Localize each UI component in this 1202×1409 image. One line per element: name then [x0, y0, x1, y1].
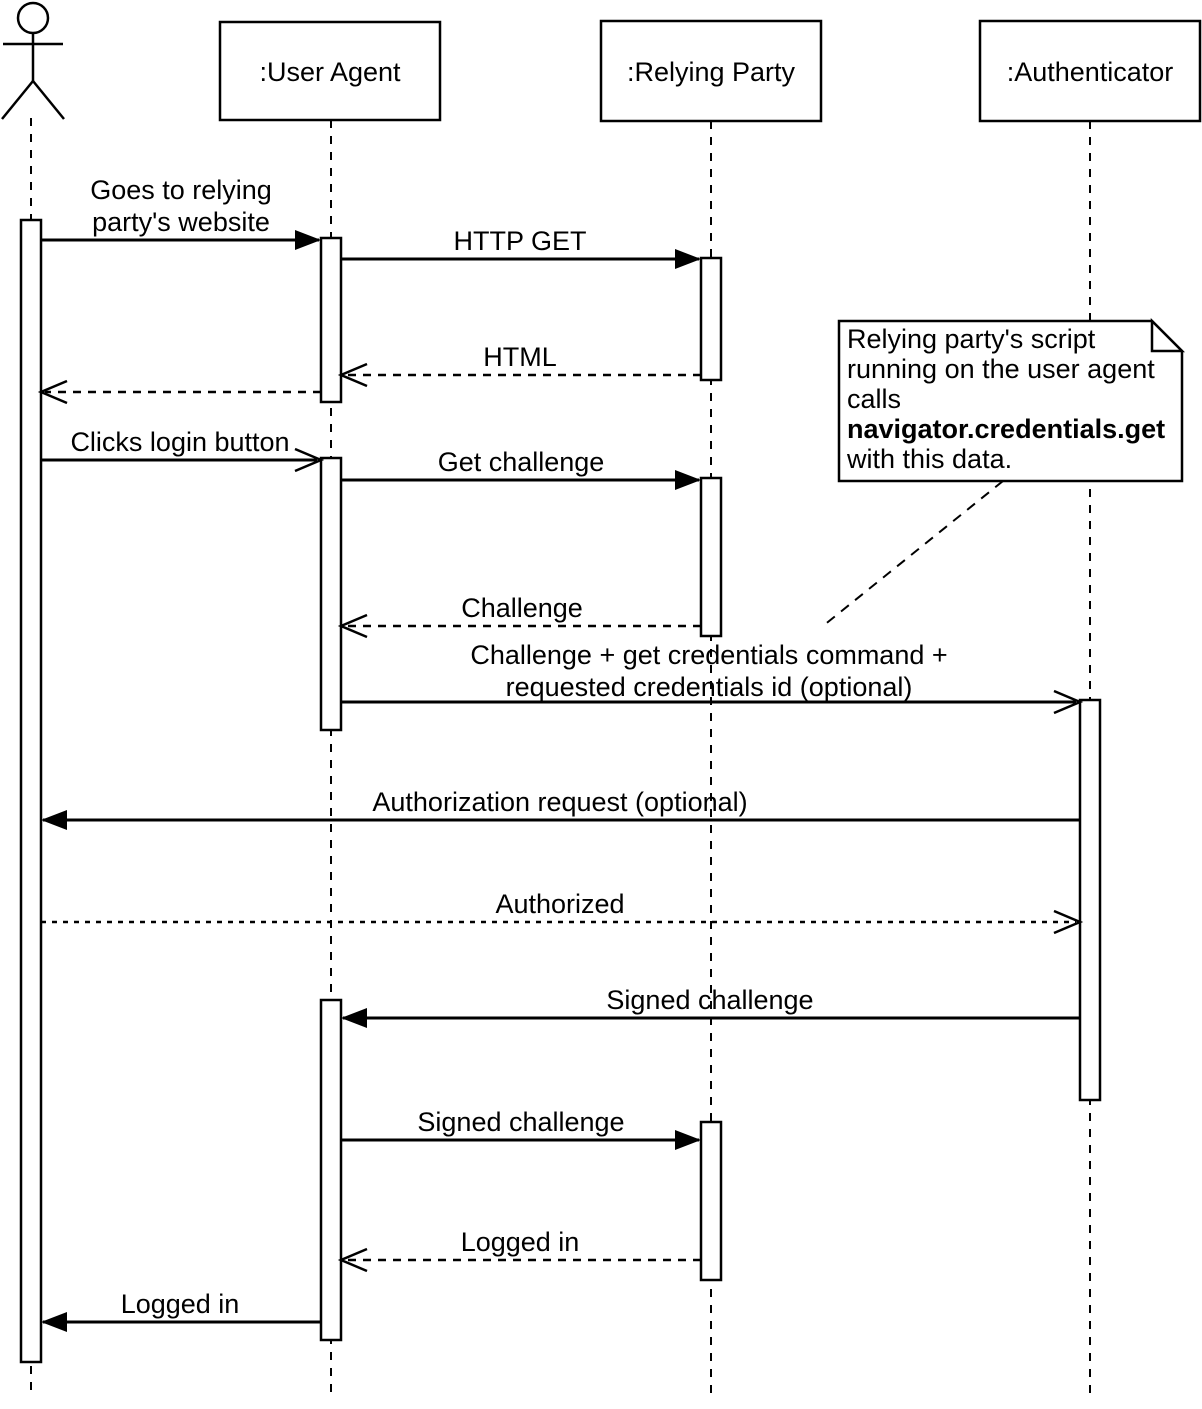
participant-user — [1, 1, 65, 120]
message-signed-challenge-to-relying-party: Signed challenge — [341, 1107, 701, 1150]
arrowhead-open — [337, 362, 368, 388]
message-html: HTML — [337, 342, 701, 388]
message-authorized: Authorized — [41, 889, 1084, 935]
message-label: Challenge + get credentials command + — [470, 640, 947, 670]
arrowhead-open — [1053, 909, 1084, 935]
actor-leg-right-icon — [32, 80, 65, 120]
activation-relying-party-1 — [699, 256, 723, 382]
message-return-to-user — [37, 379, 321, 405]
participant-box — [978, 19, 1202, 123]
message-label: Authorized — [495, 889, 624, 919]
note-box — [837, 319, 1184, 483]
note-fold-icon — [1150, 317, 1186, 353]
message-credentials-request: Challenge + get credentials command + re… — [341, 640, 1084, 715]
activation-user — [19, 218, 43, 1364]
message-label: Goes to relying — [90, 175, 272, 205]
message-label: Clicks login button — [70, 427, 289, 457]
participant-user-agent: :User Agent — [218, 20, 442, 122]
participant-label: :User Agent — [259, 57, 401, 87]
arrowhead-filled — [675, 470, 701, 490]
note-connector — [822, 480, 1004, 627]
participant-box — [218, 20, 442, 122]
activation-relying-party-2 — [699, 476, 723, 638]
participant-label: :Authenticator — [1007, 57, 1174, 87]
message-clicks-login: Clicks login button — [41, 427, 325, 473]
message-label: Signed challenge — [606, 985, 813, 1015]
message-goes-to-website: Goes to relying party's website — [41, 175, 321, 250]
activation-user-agent-2 — [319, 456, 343, 732]
message-signed-challenge-to-user-agent: Signed challenge — [341, 985, 1080, 1028]
message-http-get: HTTP GET — [341, 226, 701, 269]
note-line: Relying party's script — [847, 324, 1096, 354]
message-label: Get challenge — [438, 447, 605, 477]
actor-leg-left-icon — [1, 80, 34, 120]
arrowhead-filled — [675, 249, 701, 269]
message-get-challenge: Get challenge — [341, 447, 701, 490]
message-label: party's website — [92, 207, 270, 237]
arrowhead-open — [1053, 689, 1084, 715]
note-credentials-get: Relying party's script running on the us… — [822, 317, 1186, 627]
activation-user-agent-1 — [319, 236, 343, 404]
participant-authenticator: :Authenticator — [978, 19, 1202, 123]
arrowhead-open — [337, 1247, 368, 1273]
arrowhead-filled — [295, 230, 321, 250]
message-logged-in-to-user: Logged in — [41, 1289, 321, 1332]
message-label: Authorization request (optional) — [372, 787, 747, 817]
activation-authenticator — [1078, 698, 1102, 1102]
message-label: Signed challenge — [417, 1107, 624, 1137]
message-label: Logged in — [121, 1289, 240, 1319]
activation-user-agent-3 — [319, 998, 343, 1342]
message-logged-in-to-user-agent: Logged in — [337, 1227, 701, 1273]
note-line-bold: navigator.credentials.get — [847, 414, 1165, 444]
arrowhead-filled — [341, 1008, 367, 1028]
arrowhead-open — [294, 447, 325, 473]
arrowhead-filled — [675, 1130, 701, 1150]
arrowhead-open — [337, 613, 368, 639]
participant-label: :Relying Party — [627, 57, 796, 87]
message-label: requested credentials id (optional) — [506, 672, 913, 702]
note-line: running on the user agent — [847, 354, 1155, 384]
participant-relying-party: :Relying Party — [599, 19, 823, 123]
arrowhead-filled — [41, 810, 67, 830]
participant-box — [599, 19, 823, 123]
actor-head-icon — [16, 1, 50, 35]
message-challenge: Challenge — [337, 593, 701, 639]
note-line: calls — [847, 384, 901, 414]
message-label: Logged in — [461, 1227, 580, 1257]
arrowhead-open — [37, 379, 68, 405]
arrowhead-filled — [41, 1312, 67, 1332]
message-label: Challenge — [461, 593, 583, 623]
activation-relying-party-3 — [699, 1120, 723, 1282]
message-label: HTTP GET — [453, 226, 586, 256]
message-label: HTML — [483, 342, 557, 372]
note-line: with this data. — [846, 444, 1012, 474]
message-authorization-request: Authorization request (optional) — [41, 787, 1080, 830]
